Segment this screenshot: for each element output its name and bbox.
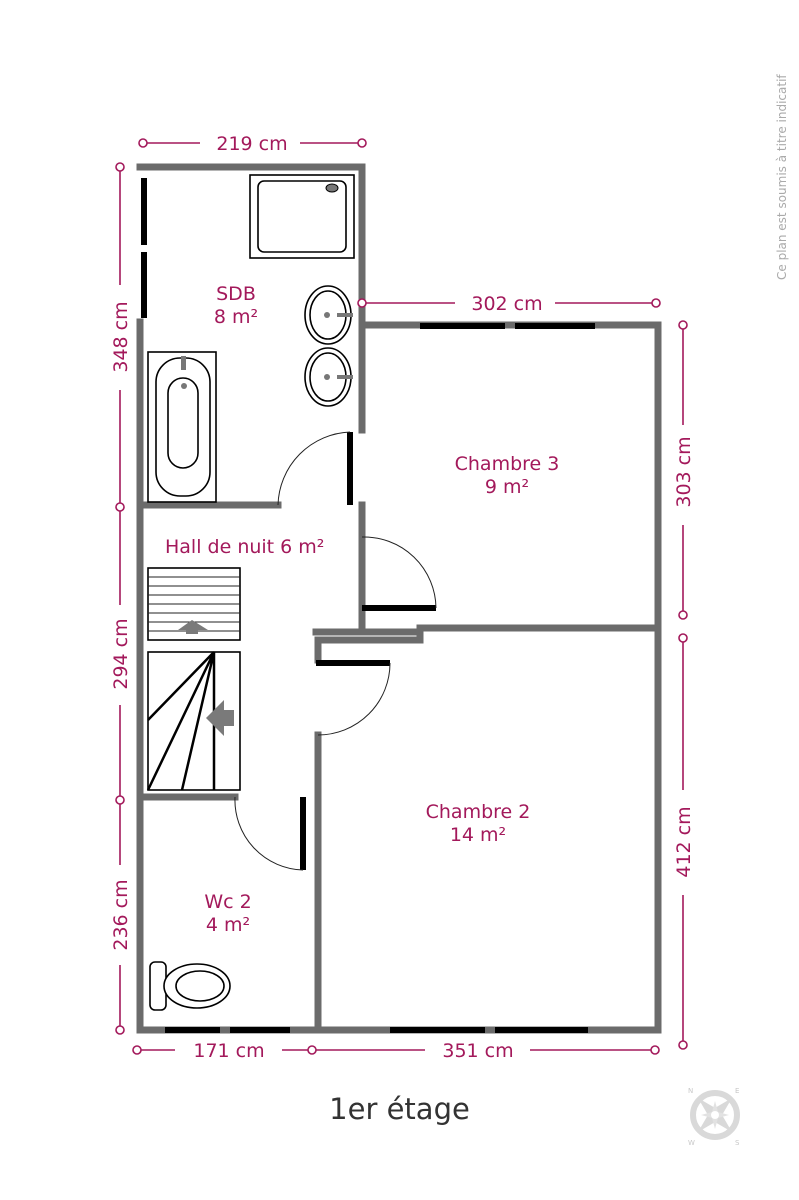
- room-name-hall: Hall de nuit 6 m²: [165, 536, 324, 558]
- floor-title: 1er étage: [329, 1092, 470, 1126]
- compass-w: W: [688, 1139, 695, 1147]
- dim-bottom-2: 351 cm: [442, 1040, 513, 1062]
- room-labels: SDB 8 m² Hall de nuit 6 m² Chambre 3 9 m…: [165, 283, 559, 936]
- room-area-chambre-3: 9 m²: [485, 476, 529, 498]
- dim-right-1: 303 cm: [673, 436, 695, 507]
- room-name-wc: Wc 2: [204, 891, 251, 913]
- compass-e: E: [735, 1087, 739, 1095]
- room-name-chambre-3: Chambre 3: [455, 453, 560, 475]
- room-name-sdb: SDB: [216, 283, 256, 305]
- room-area-sdb: 8 m²: [214, 306, 258, 328]
- doors: [234, 431, 437, 871]
- shower: [249, 174, 355, 259]
- room-area-chambre-2: 14 m²: [450, 824, 506, 846]
- room-name-chambre-2: Chambre 2: [426, 801, 531, 823]
- compass-n: N: [688, 1087, 693, 1095]
- dim-top: 219 cm: [216, 133, 287, 155]
- dim-left-1: 348 cm: [110, 301, 132, 372]
- windows: [141, 178, 595, 1033]
- toilet: [149, 961, 231, 1011]
- disclaimer-text: Ce plan est soumis à titre indicatif: [775, 74, 789, 280]
- dim-left-2: 294 cm: [110, 618, 132, 689]
- staircase: [146, 567, 241, 791]
- room-area-wc: 4 m²: [206, 914, 250, 936]
- stair-arrow-icon: [178, 620, 208, 634]
- dim-chambre-3-top: 302 cm: [471, 293, 542, 315]
- dim-bottom-1: 171 cm: [193, 1040, 264, 1062]
- bathtub: [147, 351, 217, 503]
- stair-arrow-icon: [206, 700, 234, 736]
- compass-icon: N E S W: [688, 1087, 740, 1147]
- sinks: [304, 285, 353, 407]
- dimension-lines: 219 cm 302 cm 348 cm 294 cm 236 cm 303 c…: [110, 133, 695, 1062]
- dim-left-3: 236 cm: [110, 879, 132, 950]
- dim-right-2: 412 cm: [673, 806, 695, 877]
- compass-s: S: [735, 1139, 740, 1147]
